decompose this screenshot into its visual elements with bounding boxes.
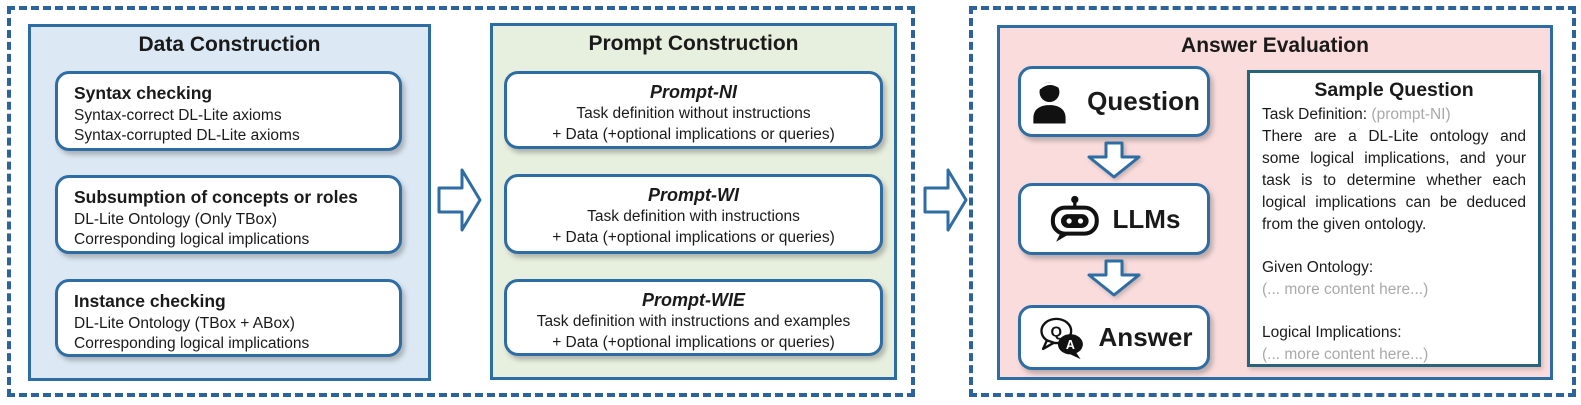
box-line: + Data (+optional implications or querie… [552, 125, 835, 143]
sample-question-title: Sample Question [1314, 79, 1474, 101]
instance-checking-box: Instance checking DL-Lite Ontology (TBox… [55, 279, 402, 357]
box-line: Task definition with instructions [587, 208, 800, 226]
spacer [1262, 236, 1526, 257]
box-heading: Prompt-WIE [642, 290, 745, 310]
llms-box: LLMs [1018, 183, 1210, 255]
answer-evaluation-panel: Answer Evaluation Question LLMs [997, 25, 1553, 380]
question-box: Question [1018, 66, 1210, 137]
logical-implications-placeholder: (... more content here...) [1262, 346, 1429, 363]
prompt-construction-panel: Prompt Construction Prompt-NI Task defin… [490, 23, 897, 380]
arrow-right-icon [923, 168, 968, 232]
box-heading: Subsumption of concepts or roles [74, 187, 358, 207]
box-heading: Instance checking [74, 291, 226, 311]
robot-icon [1050, 195, 1099, 242]
box-line: DL-Lite Ontology (TBox + ABox) [74, 314, 295, 332]
svg-text:Q: Q [1050, 324, 1062, 340]
flow-label: Answer [1098, 322, 1193, 352]
task-definition-label: Task Definition: [1262, 106, 1368, 123]
data-construction-title: Data Construction [138, 33, 321, 56]
box-line: Task definition without instructions [576, 105, 811, 123]
box-line: + Data (+optional implications or querie… [552, 228, 835, 246]
subsumption-box: Subsumption of concepts or roles DL-Lite… [55, 175, 402, 254]
logical-implications-label: Logical Implications: [1262, 324, 1402, 341]
prompt-wi-box: Prompt-WI Task definition with instructi… [504, 174, 883, 254]
svg-text:A: A [1065, 337, 1074, 351]
arrow-right-icon [437, 168, 482, 232]
box-line: Task definition with instructions and ex… [536, 313, 851, 331]
box-line: Syntax-correct DL-Lite axioms [74, 106, 282, 124]
flow-label: Question [1087, 86, 1200, 116]
syntax-checking-box: Syntax checking Syntax-correct DL-Lite a… [55, 71, 402, 151]
person-icon [1033, 81, 1066, 123]
answer-evaluation-title: Answer Evaluation [1181, 34, 1369, 57]
data-construction-panel: Data Construction Syntax checking Syntax… [28, 24, 431, 381]
answer-box: Q A Answer [1018, 305, 1210, 370]
box-heading: Prompt-WI [648, 185, 739, 205]
arrow-down-icon [1087, 141, 1141, 179]
task-definition-tag: (prompt-NI) [1371, 106, 1451, 123]
task-definition-line: Task Definition: (prompt-NI) [1262, 104, 1526, 126]
prompt-ni-box: Prompt-NI Task definition without instru… [504, 71, 883, 149]
given-ontology-label: Given Ontology: [1262, 259, 1374, 276]
prompt-wie-box: Prompt-WIE Task definition with instruct… [504, 279, 883, 356]
box-heading: Prompt-NI [650, 82, 737, 102]
box-line: DL-Lite Ontology (Only TBox) [74, 210, 278, 228]
construction-group-border [7, 6, 915, 397]
task-definition-body: There are a DL-Lite ontology and some lo… [1262, 128, 1526, 233]
box-heading: Syntax checking [74, 83, 213, 103]
arrow-down-icon [1087, 259, 1141, 297]
box-line: Syntax-corrupted DL-Lite axioms [74, 127, 300, 145]
given-ontology-placeholder: (... more content here...) [1262, 281, 1429, 298]
flow-label: LLMs [1112, 203, 1181, 234]
sample-question-box: Sample Question Task Definition: (prompt… [1247, 70, 1541, 367]
qa-icon: Q A [1039, 317, 1083, 359]
spacer [1262, 301, 1526, 322]
evaluation-group-border [969, 6, 1576, 397]
prompt-construction-title: Prompt Construction [588, 32, 799, 55]
box-line: Corresponding logical implications [74, 231, 310, 249]
box-line: Corresponding logical implications [74, 335, 310, 353]
box-line: + Data (+optional implications or querie… [552, 333, 835, 351]
